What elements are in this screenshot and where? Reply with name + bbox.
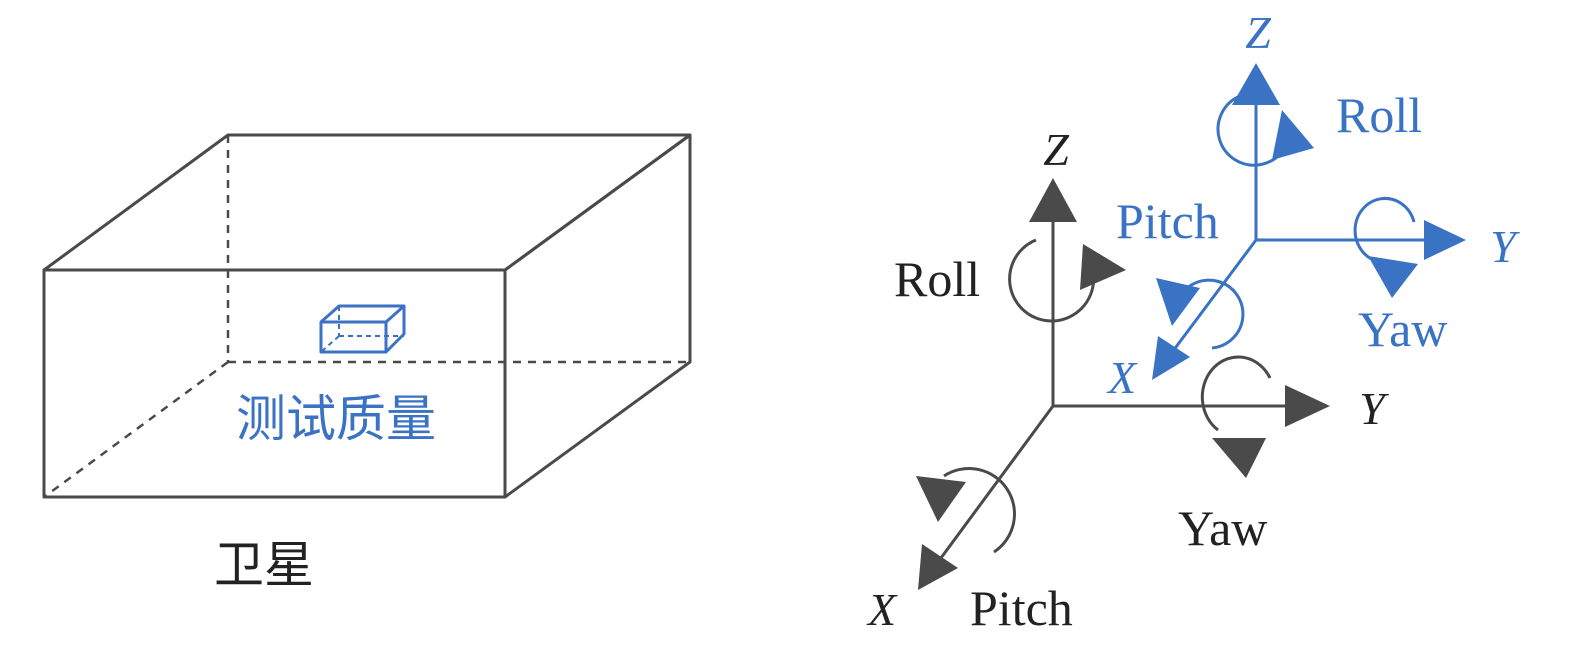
satellite-x-axis bbox=[936, 405, 1055, 563]
test-mass-pitch-label: Pitch bbox=[1116, 193, 1219, 249]
test-mass-z-label: Z bbox=[1245, 7, 1271, 58]
test-mass-frame: Z Y X Roll Pitch Yaw bbox=[1106, 7, 1520, 403]
satellite-hidden-edges bbox=[43, 135, 690, 499]
satellite-x-label: X bbox=[866, 584, 898, 635]
satellite-x-arrowhead bbox=[918, 544, 958, 590]
satellite-roll-label: Roll bbox=[894, 251, 980, 307]
satellite-top-face bbox=[42, 133, 692, 272]
test-mass-pitch-arrowhead bbox=[1156, 278, 1200, 326]
satellite-y-arrowhead bbox=[1285, 385, 1330, 427]
satellite-roll-arc bbox=[1008, 238, 1096, 323]
test-mass-y-label: Y bbox=[1490, 221, 1520, 272]
satellite-label: 卫星 bbox=[214, 536, 314, 594]
satellite-yaw-arc bbox=[1200, 355, 1272, 432]
test-mass-z-arrowhead bbox=[1232, 63, 1280, 105]
satellite-z-label: Z bbox=[1043, 124, 1069, 175]
test-mass-x-label: X bbox=[1106, 352, 1138, 403]
satellite-yaw-label: Yaw bbox=[1178, 500, 1267, 556]
test-mass-roll-arrowhead bbox=[1272, 110, 1314, 160]
satellite-frame: Z Y X Roll Yaw Pitch bbox=[866, 124, 1389, 636]
test-mass-yaw-label: Yaw bbox=[1358, 301, 1447, 357]
test-mass-yaw-arrowhead bbox=[1368, 256, 1418, 298]
satellite-pitch-label: Pitch bbox=[970, 580, 1073, 636]
test-mass-pitch-arc bbox=[1176, 278, 1245, 350]
test-mass-label: 测试质量 bbox=[236, 390, 436, 448]
satellite-box bbox=[42, 133, 692, 499]
satellite-y-label: Y bbox=[1359, 383, 1389, 434]
satellite-z-arrowhead bbox=[1029, 178, 1077, 222]
test-mass-x-axis bbox=[1168, 239, 1258, 356]
test-mass-yaw-arc bbox=[1353, 196, 1416, 264]
test-mass-roll-label: Roll bbox=[1336, 87, 1422, 143]
test-mass-x-arrowhead bbox=[1152, 336, 1190, 380]
satellite-pitch-arrowhead bbox=[916, 476, 966, 522]
satellite-roll-arrowhead bbox=[1080, 244, 1126, 290]
test-mass-box bbox=[319, 304, 406, 354]
satellite-right-face bbox=[503, 133, 692, 499]
satellite-front-face bbox=[42, 268, 507, 499]
test-mass-y-arrowhead bbox=[1424, 220, 1466, 260]
satellite-pitch-arc bbox=[943, 467, 1016, 554]
satellite-yaw-arrowhead bbox=[1212, 438, 1266, 478]
